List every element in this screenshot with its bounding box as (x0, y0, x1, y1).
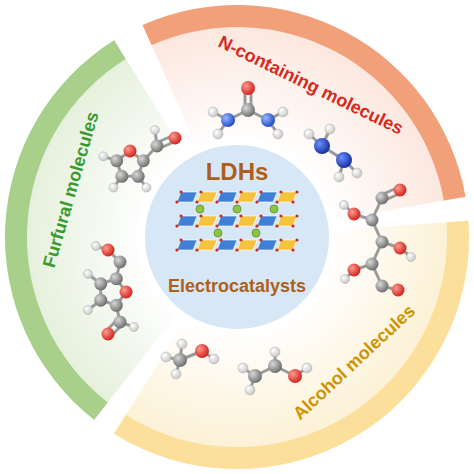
methanol-molecule (209, 354, 219, 364)
sugar-molecule (340, 201, 349, 210)
center-title: LDHs (206, 158, 269, 187)
hmf-molecule (102, 244, 115, 257)
furfural-molecule (103, 130, 176, 188)
furfural-molecule (110, 154, 123, 167)
hydrazine-molecule (309, 129, 357, 177)
ethanol-molecule (268, 359, 282, 373)
ethanol-molecule (245, 385, 255, 395)
methanol-molecule (161, 339, 219, 379)
hydrazine-molecule (336, 152, 352, 168)
ldh-structure (270, 205, 278, 213)
hmf-molecule (88, 246, 134, 336)
urea-molecule (241, 103, 255, 117)
hmf-molecule (102, 328, 115, 341)
hmf-molecule (92, 242, 101, 251)
ldh-structure (196, 205, 204, 213)
methanol-molecule (171, 369, 181, 379)
hmf-molecule (84, 242, 139, 341)
hydrazine-molecule (334, 172, 344, 182)
center-disc (142, 142, 332, 332)
hmf-molecule (94, 277, 107, 290)
methanol-molecule (173, 353, 187, 367)
hmf-molecule (110, 272, 123, 285)
ldh-structure (175, 190, 298, 251)
sugar-molecule (376, 192, 389, 205)
hydrazine-molecule (352, 168, 362, 178)
furfural-molecule (99, 152, 108, 161)
urea-molecule (241, 81, 255, 95)
hydrazine-molecule (304, 124, 362, 182)
furfural-molecule (124, 145, 137, 158)
ethanol-molecule (302, 363, 312, 373)
ldh-structure (175, 214, 298, 227)
furfural-molecule (132, 170, 145, 183)
sugar-molecule (407, 253, 416, 262)
hydrazine-molecule (304, 129, 314, 139)
urea-molecule (208, 81, 288, 139)
methanol-molecule (195, 344, 209, 358)
furfural-molecule (169, 132, 182, 145)
hydrazine-molecule (314, 138, 330, 154)
ethanol-molecule (248, 369, 262, 383)
sugar-molecule (341, 275, 350, 284)
hmf-molecule (130, 323, 139, 332)
ethanol-molecule (238, 347, 312, 395)
hmf-molecule (84, 306, 93, 315)
hmf-molecule (114, 316, 127, 329)
sugar-molecule (394, 242, 407, 255)
ldh-structure (214, 229, 222, 237)
center-circle: LDHsElectrocatalysts (142, 142, 332, 332)
sector-background (5, 5, 469, 469)
methanol-molecule (177, 339, 187, 349)
sugar-molecule (340, 184, 416, 297)
center-subtitle: Electrocatalysts (168, 276, 306, 298)
hmf-molecule (120, 286, 133, 299)
hmf-molecule (94, 294, 107, 307)
methanol-molecule (161, 352, 171, 362)
sugar-molecule (394, 184, 407, 197)
ethanol-molecule (238, 363, 248, 373)
urea-molecule (273, 129, 283, 139)
sector-band (5, 40, 126, 420)
sugar-molecule (376, 280, 389, 293)
sugar-molecule (348, 208, 361, 221)
furfural-molecule (99, 126, 182, 193)
furfural-molecule (151, 140, 164, 153)
methanol-molecule (166, 344, 214, 374)
furfural-molecule (142, 183, 151, 192)
sugar-molecule (366, 258, 379, 271)
ldh-structure (233, 205, 241, 213)
ldh-structure (175, 190, 298, 203)
sugar-molecule (348, 264, 361, 277)
urea-molecule (278, 107, 288, 117)
hmf-molecule (110, 299, 123, 312)
urea-molecule (208, 107, 218, 117)
ethanol-molecule (243, 352, 307, 390)
hmf-molecule (114, 256, 127, 269)
hydrazine-molecule (325, 124, 335, 134)
urea-molecule (261, 113, 275, 127)
furfural-molecule (109, 183, 118, 192)
ldh-structure (252, 229, 260, 237)
furfural-molecule (137, 154, 150, 167)
urea-molecule (221, 113, 235, 127)
sugar-molecule (376, 236, 389, 249)
urea-molecule (213, 129, 223, 139)
ethanol-molecule (270, 347, 280, 357)
sugar-molecule (344, 187, 411, 290)
sugar-molecule (392, 284, 405, 297)
furfural-molecule (151, 126, 160, 135)
ldh-structure (175, 238, 298, 251)
sector-band (5, 5, 469, 469)
furfural-molecule (115, 170, 128, 183)
hmf-molecule (84, 270, 93, 279)
sugar-molecule (366, 214, 379, 227)
ethanol-molecule (288, 369, 302, 383)
